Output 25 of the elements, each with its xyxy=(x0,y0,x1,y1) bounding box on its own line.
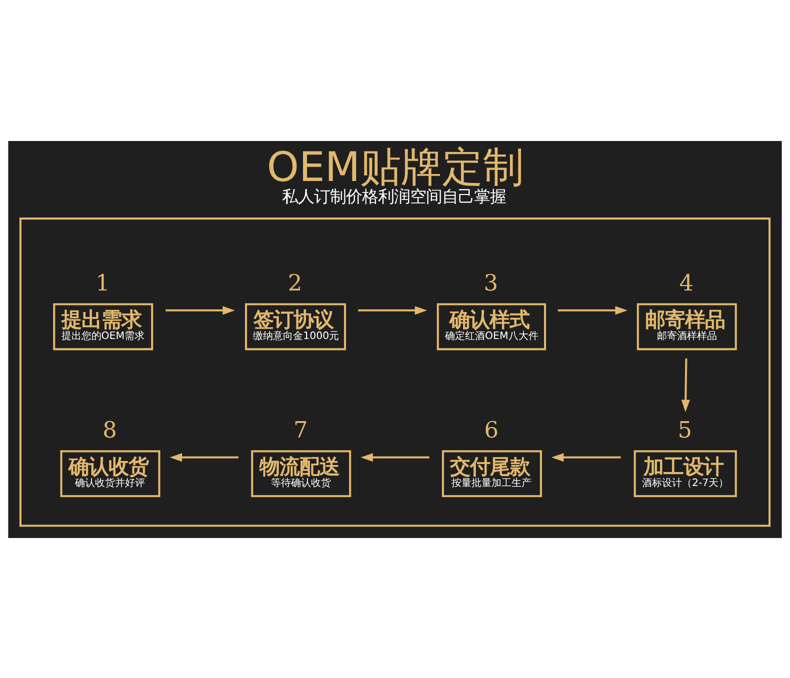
arrow xyxy=(360,452,430,462)
node-box: 确认样式 确定红酒OEM八大件 xyxy=(436,302,546,350)
arrow xyxy=(358,306,428,314)
cluster xyxy=(19,217,771,526)
node-label: 7 xyxy=(293,417,308,444)
node-label: 4 xyxy=(679,270,694,296)
node-box: 邮寄样品 邮寄酒样样品 xyxy=(636,302,737,350)
node-label: 1 xyxy=(95,270,110,296)
node-box: 签订协议 缴纳意向金1000元 xyxy=(244,302,346,350)
node-label: 3 xyxy=(484,270,498,296)
caption: 私人订制价格利润空间自己掌握 xyxy=(282,186,506,206)
node-label: 5 xyxy=(678,417,692,444)
node-label: 8 xyxy=(102,417,117,444)
node-label: 6 xyxy=(484,417,499,444)
arrow xyxy=(166,306,235,314)
node-box: 物流配送 等待确认收货 xyxy=(251,450,352,497)
arrow xyxy=(551,452,621,462)
node-box: 提出需求 提出您的OEM需求 xyxy=(53,302,154,350)
node-label: 2 xyxy=(288,270,302,296)
arrow xyxy=(681,358,690,412)
arrow xyxy=(170,452,238,462)
node-box: 交付尾款 按量批量加工生产 xyxy=(442,450,542,497)
node-box: 加工设计 酒标设计（2-7天） xyxy=(634,450,737,497)
arrow xyxy=(558,306,628,314)
node-box: 确认收货 确认收货并好评 xyxy=(60,450,160,497)
